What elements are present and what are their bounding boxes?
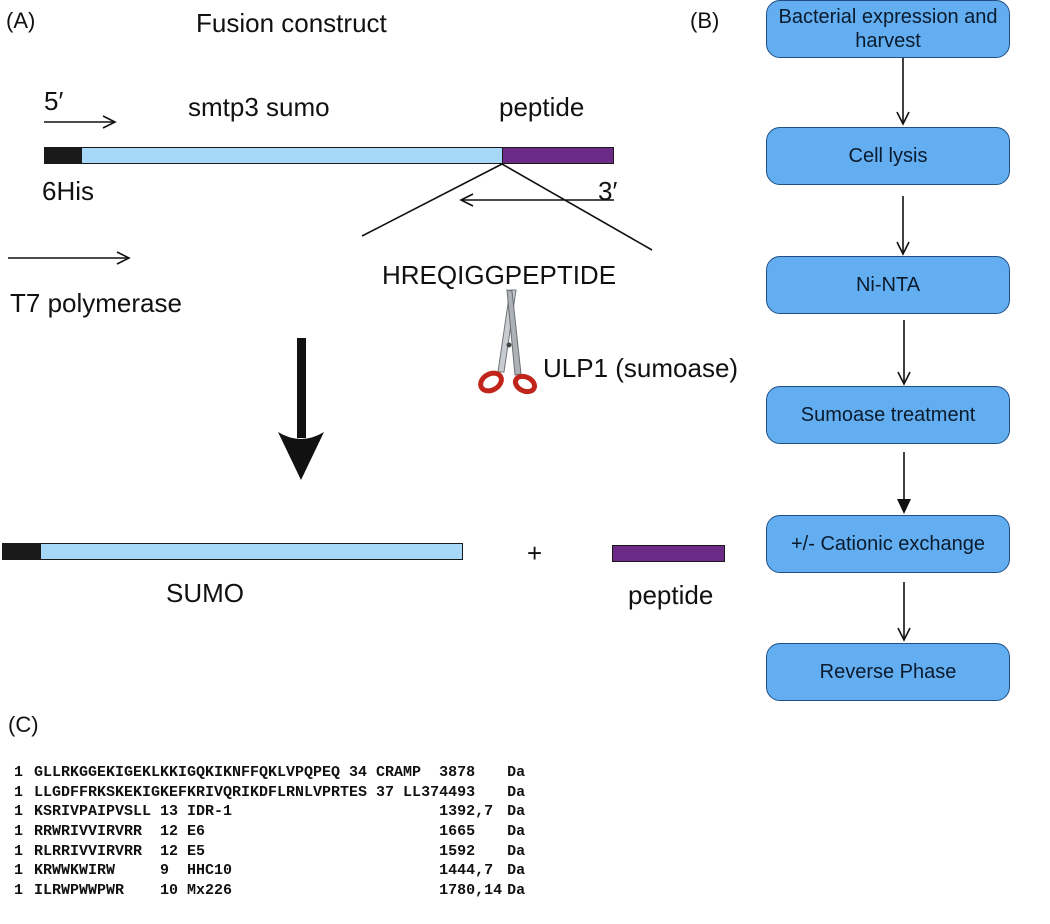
- scissors-icon: [478, 289, 538, 395]
- sumo-gene-label: smtp3 sumo: [188, 92, 330, 122]
- peptide-sequence: GLLRKGGEKIGEKLKKIGQKIKNFFQKLVPQPEQ 34 CR…: [34, 764, 422, 782]
- flow-step-expression: Bacterial expression and harvest: [766, 0, 1010, 58]
- row-index: 1: [14, 823, 24, 841]
- three-prime-arrow: [459, 193, 614, 207]
- ulp1-label: ULP1 (sumoase): [543, 353, 739, 383]
- flow-step-ni-nta: Ni-NTA: [766, 256, 1010, 314]
- peptide-sequence: RLRRIVVIRVRR 12 E5: [34, 842, 206, 860]
- mass-unit: Da: [507, 881, 526, 899]
- flow-step-sumoase: Sumoase treatment: [766, 386, 1010, 444]
- peptide-mass: 3878: [439, 764, 476, 782]
- junction-zoom-lines: [361, 163, 653, 251]
- row-index: 1: [14, 881, 24, 899]
- panel-c-label: (C): [8, 712, 39, 737]
- table-row: 1 KSRIVPAIPVSLL 13 IDR-1 1392,7 Da: [14, 802, 537, 822]
- flow-step-label: Cell lysis: [848, 145, 928, 167]
- t7-arrow: [8, 251, 131, 265]
- flow-step-label: Sumoase treatment: [800, 404, 976, 426]
- peptide-mass: 4493: [439, 783, 476, 801]
- peptide-sequence: KRWWKWIRW 9 HHC10: [34, 862, 233, 880]
- t7-polymerase-label: T7 polymerase: [10, 288, 182, 318]
- mass-unit: Da: [507, 862, 526, 880]
- his-tag-label: 6His: [42, 176, 95, 206]
- flow-step-label: Ni-NTA: [855, 274, 921, 296]
- flow-step-lysis: Cell lysis: [766, 127, 1010, 185]
- table-row: 1 GLLRKGGEKIGEKLKKIGQKIKNFFQKLVPQPEQ 34 C…: [14, 763, 537, 783]
- peptide-mass: 1592: [439, 842, 476, 860]
- peptide-sequence: LLGDFFRKSKEKIGKEFKRIVQRIKDFLRNLVPRTES 37…: [34, 783, 440, 801]
- flow-step-cation-exchange: +/- Cationic exchange: [766, 515, 1010, 573]
- product-peptide-label: peptide: [628, 580, 714, 610]
- five-prime-arrow: [44, 115, 117, 129]
- table-row: 1 KRWWKWIRW 9 HHC10 1444,7 Da: [14, 861, 537, 881]
- peptide-segment: [502, 147, 614, 164]
- row-index: 1: [14, 862, 24, 880]
- peptide-mass: 1780,14: [439, 881, 503, 899]
- mass-unit: Da: [507, 783, 526, 801]
- peptide-gene-label: peptide: [499, 92, 585, 122]
- peptide-sequence: ILRWPWWPWR 10 Mx226: [34, 881, 233, 899]
- table-row: 1 RLRRIVVIRVRR 12 E5 1592 Da: [14, 841, 537, 861]
- flow-step-reverse-phase: Reverse Phase: [766, 643, 1010, 701]
- mass-unit: Da: [507, 764, 526, 782]
- product-peptide-bar: [612, 545, 725, 562]
- plus-sign: +: [527, 538, 543, 568]
- row-index: 1: [14, 842, 24, 860]
- mass-unit: Da: [507, 803, 526, 821]
- row-index: 1: [14, 764, 24, 782]
- table-row: 1 LLGDFFRKSKEKIGKEFKRIVQRIKDFLRNLVPRTES 3…: [14, 783, 537, 803]
- flow-step-label: +/- Cationic exchange: [790, 533, 985, 555]
- process-arrow: [278, 338, 324, 480]
- five-prime-label: 5′: [44, 86, 64, 116]
- mass-unit: Da: [507, 842, 526, 860]
- flow-arrowhead-filled: [897, 499, 911, 514]
- row-index: 1: [14, 783, 24, 801]
- cleavage-sequence: HREQIGGPEPTIDE: [382, 260, 617, 290]
- mass-unit: Da: [507, 823, 526, 841]
- peptide-mass: 1444,7: [439, 862, 494, 880]
- peptide-table: 1 GLLRKGGEKIGEKLKKIGQKIKNFFQKLVPQPEQ 34 C…: [14, 763, 537, 900]
- panel-a-label: (A): [6, 8, 36, 33]
- table-row: 1 RRWRIVVIRVRR 12 E6 1665 Da: [14, 822, 537, 842]
- peptide-sequence: KSRIVPAIPVSLL 13 IDR-1: [34, 803, 233, 821]
- three-prime-label: 3′: [598, 176, 618, 206]
- product-sumo-segment: [40, 543, 463, 560]
- row-index: 1: [14, 803, 24, 821]
- fusion-construct-title: Fusion construct: [196, 8, 387, 38]
- product-sumo-label: SUMO: [166, 578, 244, 608]
- panel-b-label: (B): [690, 8, 720, 33]
- flow-connectors: [896, 58, 911, 642]
- peptide-mass: 1392,7: [439, 803, 494, 821]
- peptide-mass: 1665: [439, 823, 476, 841]
- peptide-sequence: RRWRIVVIRVRR 12 E6: [34, 823, 206, 841]
- flow-step-label: Bacterial expression and harvest: [778, 6, 998, 52]
- flow-step-label: Reverse Phase: [819, 661, 957, 683]
